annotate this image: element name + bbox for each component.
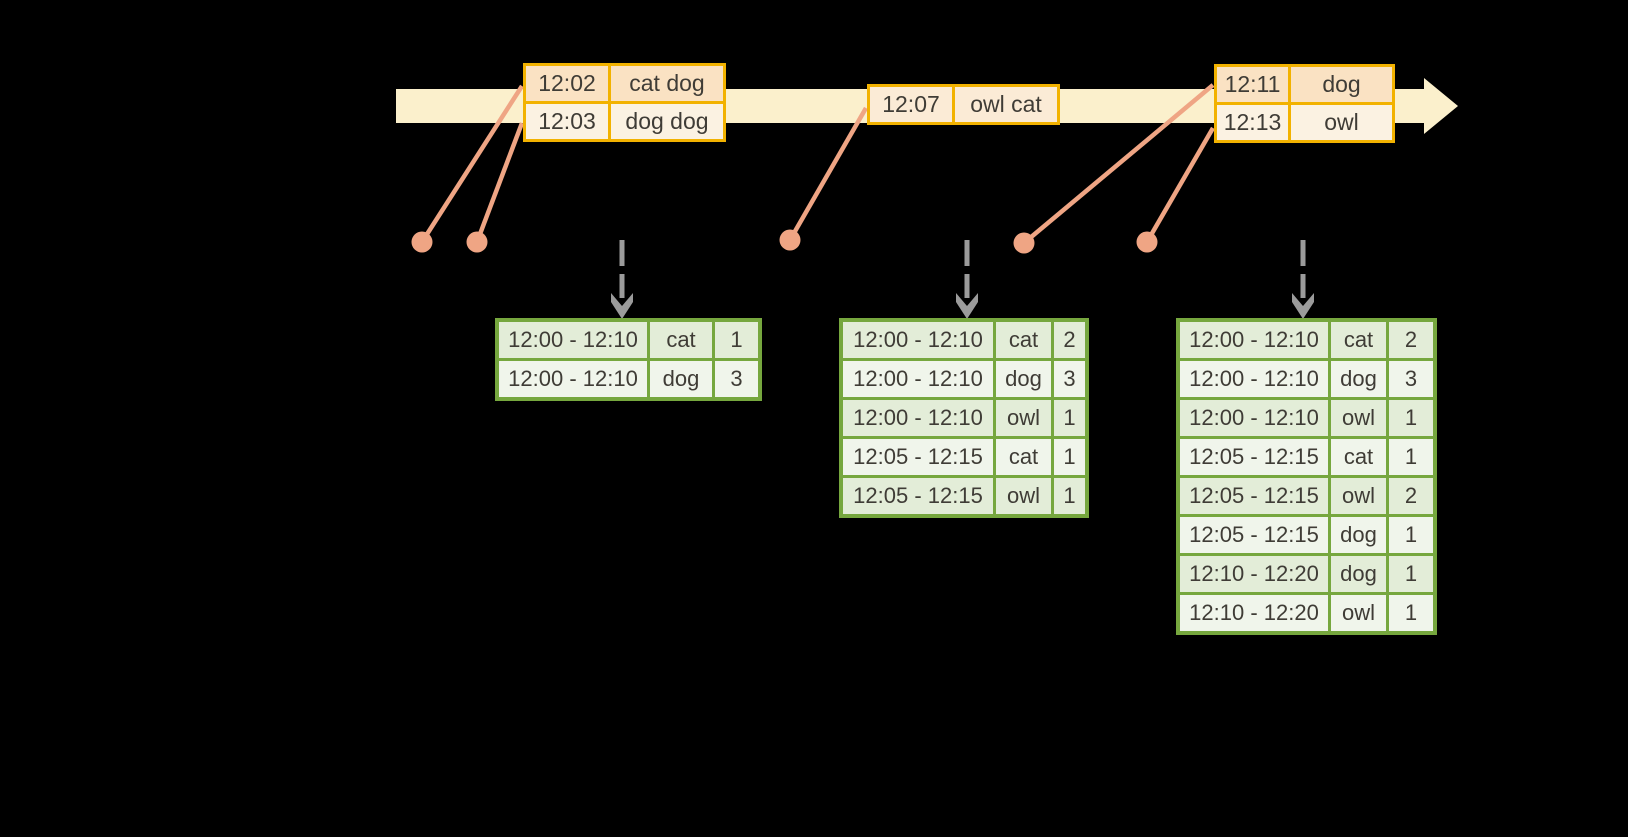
event-time-cell: 12:07 <box>870 87 952 122</box>
result-window-cell: 12:00 - 12:10 <box>1180 361 1328 397</box>
result-count-cell: 1 <box>1054 478 1085 514</box>
result-word-cell: cat <box>1331 439 1386 475</box>
event-connector-line <box>1145 126 1215 244</box>
result-count-cell: 3 <box>715 361 758 397</box>
result-count-cell: 1 <box>1389 556 1433 592</box>
event-dot <box>1013 232 1035 254</box>
result-count-cell: 1 <box>1054 400 1085 436</box>
event-words-cell: cat dog <box>611 66 723 101</box>
event-connector-line <box>474 122 525 243</box>
result-word-cell: owl <box>996 478 1051 514</box>
result-window-cell: 12:00 - 12:10 <box>843 400 993 436</box>
result-word-cell: cat <box>996 322 1051 358</box>
result-word-cell: owl <box>1331 595 1386 631</box>
result-count-cell: 1 <box>715 322 758 358</box>
result-window-cell: 12:00 - 12:10 <box>843 361 993 397</box>
result-word-cell: owl <box>1331 478 1386 514</box>
result-window-cell: 12:00 - 12:10 <box>499 361 647 397</box>
result-window-cell: 12:00 - 12:10 <box>843 322 993 358</box>
result-word-cell: cat <box>650 322 712 358</box>
event-time-cell: 12:03 <box>526 104 608 139</box>
result-window-cell: 12:05 - 12:15 <box>1180 439 1328 475</box>
event-words-cell: owl cat <box>955 87 1057 122</box>
result-count-cell: 1 <box>1389 439 1433 475</box>
event-words-cell: dog dog <box>611 104 723 139</box>
timeline-arrowhead-icon <box>1424 78 1458 134</box>
result-window-cell: 12:00 - 12:10 <box>1180 322 1328 358</box>
event-words-cell: dog <box>1291 67 1392 102</box>
result-window-cell: 12:10 - 12:20 <box>1180 556 1328 592</box>
result-window-cell: 12:05 - 12:15 <box>1180 517 1328 553</box>
result-window-cell: 12:00 - 12:10 <box>499 322 647 358</box>
result-count-cell: 1 <box>1054 439 1085 475</box>
result-window-cell: 12:05 - 12:15 <box>843 478 993 514</box>
result-count-cell: 3 <box>1054 361 1085 397</box>
arrow-down-icon <box>956 293 978 319</box>
event-dot <box>411 231 433 253</box>
result-word-cell: dog <box>1331 556 1386 592</box>
result-word-cell: owl <box>996 400 1051 436</box>
result-word-cell: owl <box>1331 400 1386 436</box>
result-window-cell: 12:00 - 12:10 <box>1180 400 1328 436</box>
arrow-down-icon <box>611 293 633 319</box>
result-count-cell: 2 <box>1389 478 1433 514</box>
event-words-cell: owl <box>1291 105 1392 140</box>
trigger-arrow <box>1292 240 1314 319</box>
result-word-cell: dog <box>996 361 1051 397</box>
result-window-cell: 12:10 - 12:20 <box>1180 595 1328 631</box>
result-count-cell: 2 <box>1054 322 1085 358</box>
arrow-down-icon <box>1292 293 1314 319</box>
result-count-cell: 1 <box>1389 595 1433 631</box>
event-time-cell: 12:13 <box>1217 105 1288 140</box>
result-word-cell: dog <box>1331 361 1386 397</box>
event-connector-line <box>420 84 524 244</box>
event-time-cell: 12:02 <box>526 66 608 101</box>
event-connector-line <box>788 106 868 242</box>
result-word-cell: dog <box>1331 517 1386 553</box>
event-dot <box>466 231 488 253</box>
result-count-cell: 1 <box>1389 517 1433 553</box>
event-dot <box>1136 231 1158 253</box>
trigger-arrow <box>956 240 978 319</box>
result-window-cell: 12:05 - 12:15 <box>1180 478 1328 514</box>
result-count-cell: 2 <box>1389 322 1433 358</box>
event-dot <box>779 229 801 251</box>
result-word-cell: dog <box>650 361 712 397</box>
result-word-cell: cat <box>1331 322 1386 358</box>
event-time-cell: 12:11 <box>1217 67 1288 102</box>
result-count-cell: 3 <box>1389 361 1433 397</box>
result-word-cell: cat <box>996 439 1051 475</box>
result-count-cell: 1 <box>1389 400 1433 436</box>
trigger-arrow <box>611 240 633 319</box>
event-connector-line <box>1022 83 1215 245</box>
result-window-cell: 12:05 - 12:15 <box>843 439 993 475</box>
